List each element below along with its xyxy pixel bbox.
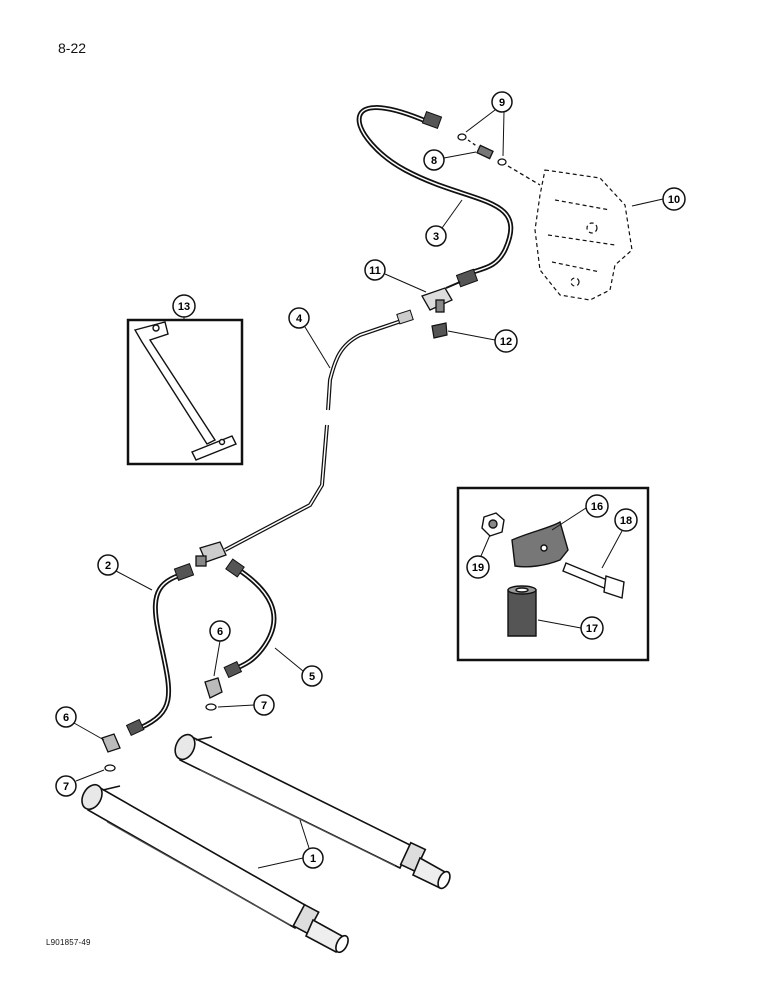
callout-label: 6: [217, 626, 223, 638]
callout-label: 11: [369, 265, 381, 277]
callout-10: 10: [631, 187, 686, 211]
cylinder-rear: [174, 733, 451, 890]
callout-label: 12: [500, 336, 512, 348]
callout-19: 19: [466, 534, 491, 579]
callout-3: 3: [425, 199, 463, 247]
callout-2: 2: [97, 554, 153, 591]
callout-label: 13: [178, 301, 190, 313]
callout-label: 6: [63, 712, 69, 724]
callout-7-b: 7: [55, 769, 105, 797]
elbow-fittings: [101, 677, 223, 772]
callout-17: 17: [537, 616, 604, 640]
callout-6-b: 6: [55, 706, 105, 741]
callout-11: 11: [364, 259, 427, 293]
callout-13: 13: [172, 294, 196, 320]
callout-label: 2: [105, 560, 111, 572]
steel-tube-4: [224, 309, 414, 552]
callout-5: 5: [274, 647, 323, 687]
callout-6-a: 6: [209, 620, 231, 677]
cylinder-front: [81, 783, 349, 954]
hose-2: [125, 562, 195, 737]
lower-tee-fitting: [195, 541, 227, 567]
cap-fitting: [431, 322, 448, 339]
callout-8: 8: [423, 149, 477, 171]
callout-label: 1: [310, 853, 316, 865]
callout-12: 12: [447, 329, 518, 353]
hose-5: [223, 558, 277, 679]
callout-7-a: 7: [217, 694, 275, 716]
page-number: 8-22: [58, 40, 87, 56]
callout-4: 4: [288, 307, 331, 369]
callout-label: 19: [472, 562, 484, 574]
callout-label: 9: [499, 97, 505, 109]
o-rings-and-adapter: [457, 133, 541, 186]
bracket-detail-box: [126, 318, 244, 466]
callout-label: 10: [668, 194, 680, 206]
control-valve: [534, 169, 633, 301]
callout-9: 9: [465, 91, 513, 157]
callout-label: 3: [433, 231, 439, 243]
callout-16: 16: [551, 494, 609, 531]
callout-label: 7: [261, 700, 267, 712]
tee-fitting: [421, 281, 461, 313]
callout-label: 16: [591, 501, 603, 513]
figure-code: L901857-49: [46, 938, 91, 947]
callout-label: 18: [620, 515, 632, 527]
callout-1-a: 1: [257, 819, 324, 869]
hose-3: [356, 105, 514, 288]
callout-label: 4: [296, 313, 303, 325]
callout-label: 5: [309, 671, 315, 683]
callout-label: 7: [63, 781, 69, 793]
callout-18: 18: [601, 508, 638, 569]
callout-label: 17: [586, 623, 598, 635]
callout-label: 8: [431, 155, 437, 167]
